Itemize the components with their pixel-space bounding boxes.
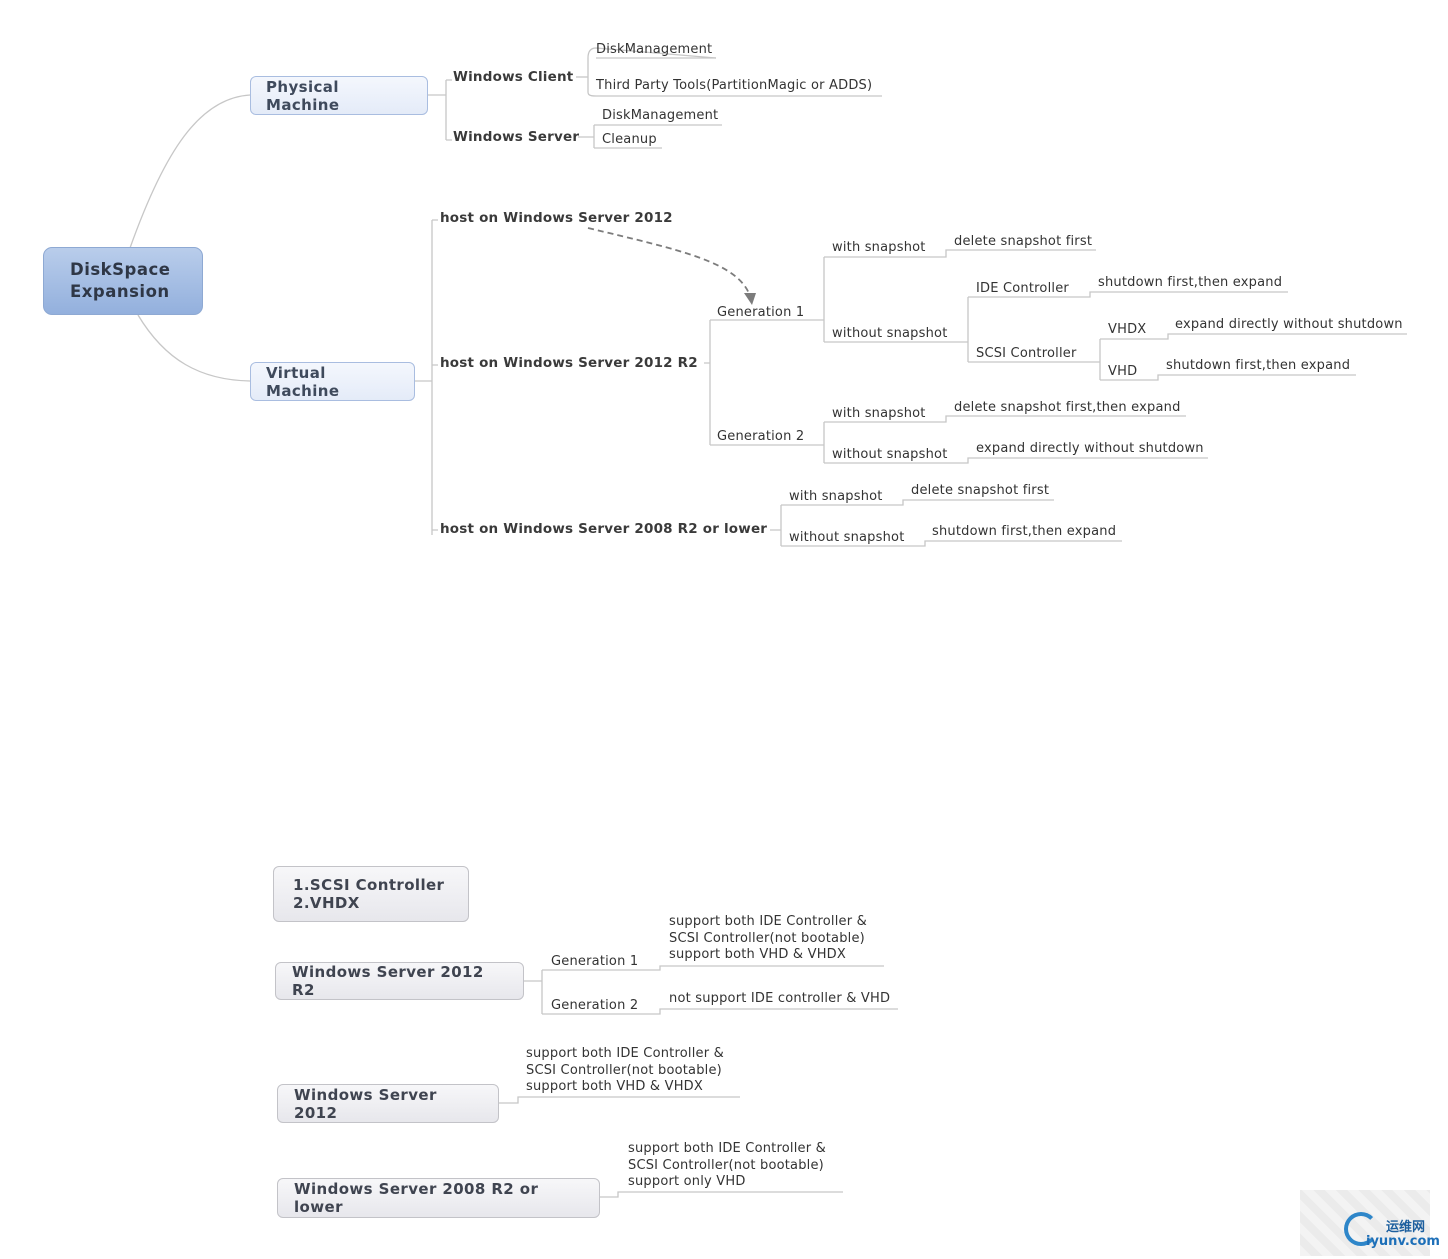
legacy-delete-snapshot-node[interactable]: delete snapshot first [911, 483, 1050, 498]
ws2012r2-gen1-line: support both IDE Controller & [669, 914, 867, 929]
ws2008-text: support both IDE Controller & SCSI Contr… [628, 1141, 826, 1191]
root-title-line1: DiskSpace [70, 260, 171, 279]
windows-server-node[interactable]: Windows Server [453, 129, 580, 145]
ws2012-line: support both VHD & VHDX [526, 1079, 703, 1094]
ws2012-line: SCSI Controller(not bootable) [526, 1062, 722, 1078]
gen2-with-snapshot-node[interactable]: with snapshot [832, 406, 926, 421]
watermark: 运维网 iyunv.com [1300, 1190, 1440, 1256]
watermark-url-text: iyunv.com [1366, 1234, 1440, 1249]
virtual-machine-label: Virtual Machine [266, 363, 340, 400]
vhdx-node[interactable]: VHDX [1108, 322, 1147, 337]
ws2012r2-gen2-node[interactable]: Generation 2 [551, 998, 639, 1013]
ws2012r2-gen1-line: support both VHD & VHDX [669, 947, 846, 962]
third-party-tools-node[interactable]: Third Party Tools(PartitionMagic or ADDS… [596, 78, 873, 93]
windows-client-node[interactable]: Windows Client [453, 69, 574, 85]
watermark-cn-text: 运维网 [1386, 1220, 1426, 1235]
physical-machine-topic[interactable]: Physical Machine [250, 76, 428, 115]
note-box-line1: 1.SCSI Controller [293, 876, 445, 894]
ws2012r2-topic[interactable]: Windows Server 2012 R2 [275, 962, 524, 1000]
host-2008r2-node[interactable]: host on Windows Server 2008 R2 or lower [440, 521, 768, 537]
ide-controller-node[interactable]: IDE Controller [976, 281, 1069, 296]
legacy-without-snapshot-node[interactable]: without snapshot [789, 530, 905, 545]
ws2008-line: support both IDE Controller & [628, 1141, 826, 1156]
ws2008-line: SCSI Controller(not bootable) [628, 1157, 824, 1173]
ws2012r2-gen1-text: support both IDE Controller & SCSI Contr… [669, 914, 867, 964]
ws2012-label: Windows Server 2012 [294, 1085, 437, 1122]
ws2008-line: support only VHD [628, 1174, 746, 1189]
note-scsi-vhdx-box[interactable]: 1.SCSI Controller 2.VHDX [273, 866, 469, 922]
server-diskmanagement-node[interactable]: DiskManagement [602, 108, 719, 123]
legacy-with-snapshot-node[interactable]: with snapshot [789, 489, 883, 504]
gen1-with-snapshot-node[interactable]: with snapshot [832, 240, 926, 255]
ide-action-node[interactable]: shutdown first,then expand [1098, 275, 1283, 290]
ws2012-line: support both IDE Controller & [526, 1046, 724, 1061]
gen2-without-snapshot-node[interactable]: without snapshot [832, 447, 948, 462]
ws2012-topic[interactable]: Windows Server 2012 [277, 1084, 499, 1123]
ws2012r2-gen1-node[interactable]: Generation 1 [551, 954, 639, 969]
note-box-line2: 2.VHDX [293, 894, 360, 912]
scsi-controller-node[interactable]: SCSI Controller [976, 346, 1077, 361]
vhdx-action-node[interactable]: expand directly without shutdown [1175, 317, 1403, 332]
generation-2-node[interactable]: Generation 2 [717, 429, 805, 444]
legacy-shutdown-node[interactable]: shutdown first,then expand [932, 524, 1117, 539]
ws2012r2-label: Windows Server 2012 R2 [292, 963, 484, 999]
host-2012r2-node[interactable]: host on Windows Server 2012 R2 [440, 355, 698, 371]
client-diskmanagement-node[interactable]: DiskManagement [596, 42, 713, 57]
ws2012r2-gen1-line: SCSI Controller(not bootable) [669, 930, 865, 946]
root-title-line2: Expansion [70, 282, 170, 301]
gen2-expand-directly-node[interactable]: expand directly without shutdown [976, 441, 1204, 456]
host-2012-node[interactable]: host on Windows Server 2012 [440, 210, 673, 226]
root-topic[interactable]: DiskSpace Expansion [43, 247, 203, 315]
ws2008-topic[interactable]: Windows Server 2008 R2 or lower [277, 1178, 600, 1218]
watermark-logo-icon [1344, 1212, 1378, 1246]
ws2008-label: Windows Server 2008 R2 or lower [294, 1180, 539, 1216]
gen1-delete-snapshot-node[interactable]: delete snapshot first [954, 234, 1093, 249]
physical-machine-label: Physical Machine [266, 77, 340, 114]
ws2012-text: support both IDE Controller & SCSI Contr… [526, 1046, 724, 1096]
cleanup-node[interactable]: Cleanup [602, 132, 657, 147]
generation-1-node[interactable]: Generation 1 [717, 305, 805, 320]
virtual-machine-topic[interactable]: Virtual Machine [250, 362, 415, 401]
gen1-without-snapshot-node[interactable]: without snapshot [832, 326, 948, 341]
vhd-node[interactable]: VHD [1108, 364, 1138, 379]
ws2012r2-gen2-text: not support IDE controller & VHD [669, 991, 891, 1006]
gen2-delete-snapshot-node[interactable]: delete snapshot first,then expand [954, 400, 1181, 415]
vhd-action-node[interactable]: shutdown first,then expand [1166, 358, 1351, 373]
